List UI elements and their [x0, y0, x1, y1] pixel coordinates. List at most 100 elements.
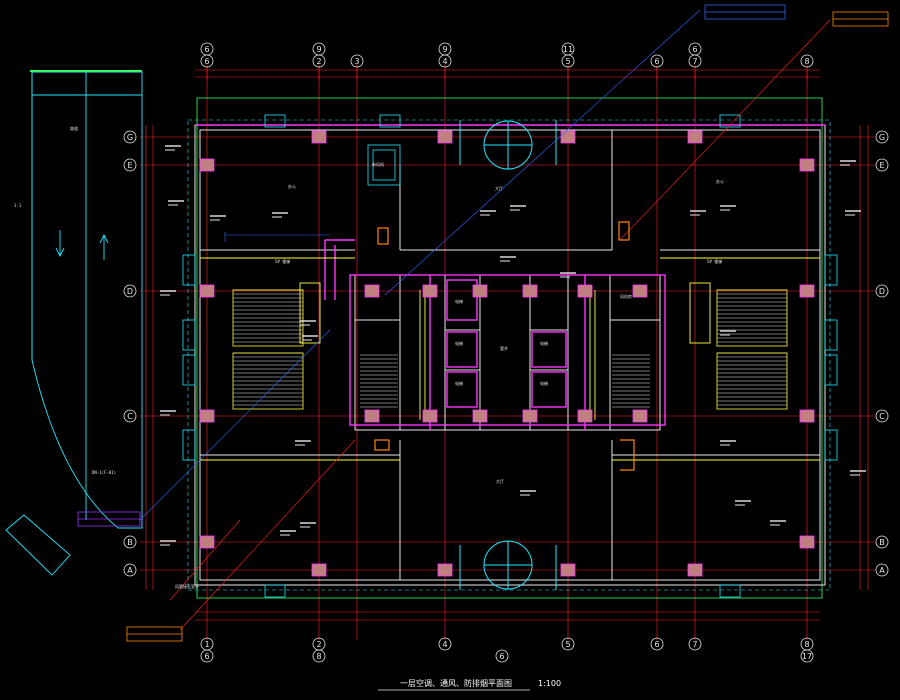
axis-bubble: 6: [200, 54, 214, 68]
note-mark: [560, 272, 576, 274]
legend-boxes: [77, 4, 889, 642]
column: [199, 535, 215, 549]
label-unit: 新风机: [372, 161, 384, 167]
column: [437, 563, 453, 577]
note-mark: [845, 210, 861, 212]
axis-bubble-ring: [650, 637, 664, 651]
axis-bubble: 4: [438, 54, 452, 68]
note-mark: [840, 160, 856, 162]
axis-bubble: 3: [350, 54, 364, 68]
note-mark: [500, 256, 516, 258]
label-note-bottom: 风管接至室外: [175, 583, 199, 589]
label-elev-3: 电梯: [455, 380, 463, 386]
note-mark: [160, 290, 176, 292]
axis-bubble-ring: [875, 409, 889, 423]
note-mark: [480, 214, 490, 216]
axis-bubble-label: D: [879, 287, 885, 296]
window-bays: [182, 114, 838, 598]
axis-bubble-label: 8: [804, 57, 809, 66]
label-hall-bottom: 大厅: [496, 478, 504, 484]
column: [437, 130, 453, 144]
note-mark: [770, 524, 780, 526]
drawing-title: 一层空调、通风、防排烟平面图: [400, 678, 512, 688]
axis-bubble: 11: [561, 42, 575, 56]
note-mark: [720, 209, 730, 211]
axis-bubble: 8: [312, 649, 326, 663]
axis-bubble-label: 7: [692, 57, 697, 66]
note-mark: [302, 335, 318, 337]
note-mark: [845, 214, 855, 216]
axis-bubble: 6: [495, 649, 509, 663]
column: [632, 409, 648, 423]
column: [422, 284, 438, 298]
axis-bubble: C: [123, 409, 137, 423]
axis-bubble-ring: [561, 42, 575, 56]
note-mark: [160, 540, 176, 542]
room-labels: 5# 楼梯 5# 楼梯 办公 办公 大厅 大厅 电梯 电梯 电梯 电梯 电梯 管…: [14, 125, 724, 589]
pipework: [200, 257, 820, 461]
column: [472, 409, 488, 423]
column: [632, 284, 648, 298]
column: [799, 158, 815, 172]
axis-bubble-label: 4: [442, 57, 447, 66]
axis-bubble: E: [875, 158, 889, 172]
axis-bubble-label: 6: [499, 652, 504, 661]
axis-bubble-label: 5: [565, 640, 570, 649]
note-mark: [300, 522, 316, 524]
revolving-door-top: [459, 120, 557, 170]
note-mark: [272, 212, 288, 214]
label-shaft: 管井: [500, 345, 508, 351]
axis-bubble-ring: [438, 42, 452, 56]
label-elev-5: 电梯: [540, 380, 548, 386]
axis-bubble-label: 6: [204, 652, 209, 661]
axis-bubble-ring: [875, 284, 889, 298]
label-stair-b: 5# 楼梯: [707, 258, 722, 264]
axis-bubble: G: [875, 130, 889, 144]
axis-bubble: 2: [312, 637, 326, 651]
red-leaders: [169, 19, 831, 631]
axis-bubble-label: A: [127, 566, 133, 575]
axis-bubble-ring: [495, 649, 509, 663]
note-mark: [300, 526, 310, 528]
axis-bubble-label: 1: [204, 640, 209, 649]
note-mark: [500, 260, 510, 262]
axis-bubble-label: 2: [316, 57, 321, 66]
note-mark: [210, 219, 220, 221]
dimension-ticks: [206, 66, 808, 81]
axis-bubble-ring: [561, 637, 575, 651]
axis-bubble: 8: [800, 54, 814, 68]
label-note-left: DN-1(F-01): [92, 470, 116, 475]
column: [799, 535, 815, 549]
note-mark: [560, 276, 570, 278]
axis-bubble-label: 6: [204, 45, 209, 54]
label-hall-top: 大厅: [495, 185, 503, 191]
note-mark: [480, 210, 496, 212]
structural-columns: [199, 130, 815, 577]
axis-bubble-ring: [123, 409, 137, 423]
note-mark: [300, 324, 310, 326]
note-mark: [850, 470, 866, 472]
axis-bubble-label: 9: [316, 45, 321, 54]
axis-bubble-ring: [438, 637, 452, 651]
label-office-b: 办公: [716, 178, 724, 184]
axis-bubble-ring: [875, 563, 889, 577]
axis-bubble-label: B: [879, 538, 885, 547]
site-boundary: [196, 97, 823, 599]
note-mark: [735, 500, 751, 502]
note-mark: [300, 320, 316, 322]
equipment-orange: [374, 221, 635, 471]
label-elev-2: 电梯: [455, 340, 463, 346]
axis-bubble-ring: [123, 563, 137, 577]
column: [577, 409, 593, 423]
tiny-annotations: [160, 145, 866, 546]
axis-bubble-label: E: [127, 161, 132, 170]
column: [472, 284, 488, 298]
axis-bubble-label: 6: [654, 57, 659, 66]
leader-lines: [139, 9, 701, 521]
note-mark: [690, 210, 706, 212]
axis-bubble: 8: [800, 637, 814, 651]
axis-bubble-ring: [200, 649, 214, 663]
axis-bubble-label: 4: [442, 640, 447, 649]
axis-bubble: C: [875, 409, 889, 423]
